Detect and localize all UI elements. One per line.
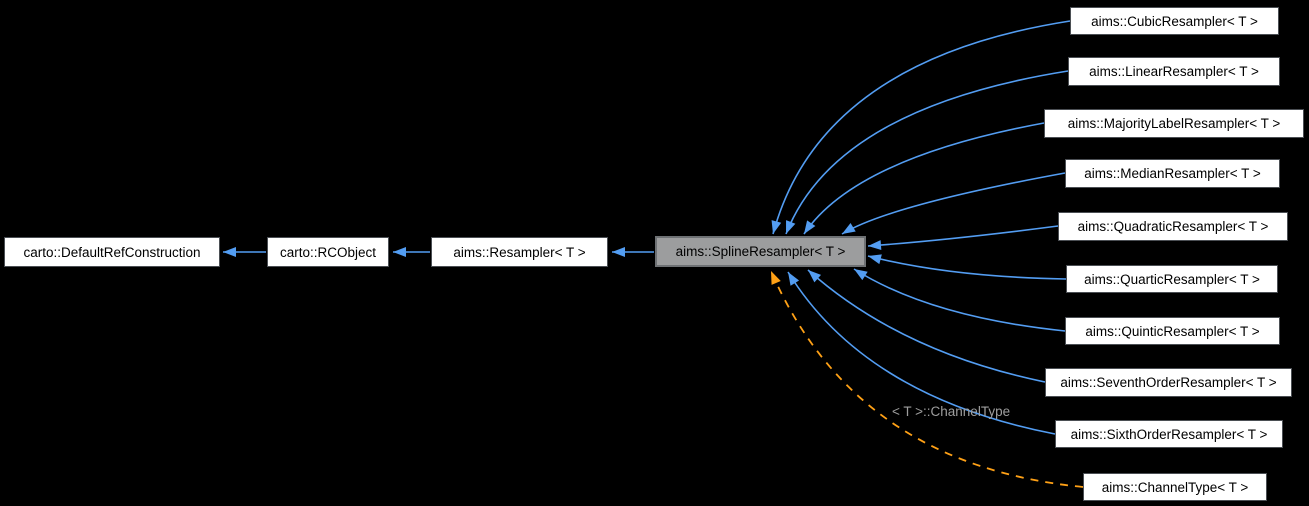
node-aims-channeltype[interactable]: aims::ChannelType< T >: [1083, 473, 1267, 501]
node-aims-quadraticresampler[interactable]: aims::QuadraticResampler< T >: [1058, 212, 1288, 241]
node-label: aims::CubicResampler< T >: [1091, 13, 1258, 29]
node-aims-quinticresampler[interactable]: aims::QuinticResampler< T >: [1065, 317, 1280, 345]
node-label: aims::SeventhOrderResampler< T >: [1060, 375, 1277, 390]
node-aims-quarticresampler[interactable]: aims::QuarticResampler< T >: [1066, 265, 1278, 293]
node-aims-linearresampler[interactable]: aims::LinearResampler< T >: [1068, 57, 1280, 86]
node-label: aims::MajorityLabelResampler< T >: [1067, 116, 1281, 131]
edge-cubicresampler-to-splineresampler: [771, 20, 1071, 235]
usage-edge-label: < T >::ChannelType: [892, 404, 1011, 419]
node-carto-defaultrefconstruction[interactable]: carto::DefaultRefConstruction: [4, 237, 220, 267]
edge-channeltype-to-splineresampler: [770, 270, 1084, 488]
node-label: aims::MedianResampler< T >: [1084, 166, 1261, 181]
edge-quinticresampler-to-splineresampler: [853, 268, 1066, 332]
edge-majoritylabelresampler-to-splineresampler: [803, 122, 1045, 235]
node-label: aims::ChannelType< T >: [1101, 479, 1249, 495]
edge-sixthorderresampler-to-splineresampler: [787, 271, 1056, 435]
node-label: carto::RCObject: [279, 244, 377, 260]
node-aims-medianresampler[interactable]: aims::MedianResampler< T >: [1065, 159, 1280, 188]
edge-seventhorderresampler-to-splineresampler: [807, 269, 1046, 383]
node-aims-seventhorderresampler[interactable]: aims::SeventhOrderResampler< T >: [1045, 368, 1292, 397]
node-aims-splineresampler: aims::SplineResampler< T >: [655, 236, 866, 267]
edge-linearresampler-to-splineresampler: [785, 70, 1069, 235]
node-label: aims::QuinticResampler< T >: [1085, 323, 1260, 339]
node-label: aims::QuarticResampler< T >: [1084, 271, 1260, 287]
edge-medianresampler-to-splineresampler: [841, 172, 1066, 235]
node-aims-cubicresampler[interactable]: aims::CubicResampler< T >: [1070, 7, 1279, 35]
node-label: aims::SplineResampler< T >: [675, 244, 846, 259]
node-label: aims::LinearResampler< T >: [1089, 64, 1259, 79]
edge-quadraticresampler-to-splineresampler: [867, 225, 1059, 251]
node-label: carto::DefaultRefConstruction: [23, 244, 201, 260]
edge-quarticresampler-to-splineresampler: [867, 254, 1067, 280]
node-label: aims::Resampler< T >: [453, 244, 586, 260]
node-aims-resampler[interactable]: aims::Resampler< T >: [431, 237, 608, 267]
node-aims-sixthorderresampler[interactable]: aims::SixthOrderResampler< T >: [1055, 420, 1283, 448]
node-label: aims::SixthOrderResampler< T >: [1070, 426, 1268, 442]
node-aims-majoritylabelresampler[interactable]: aims::MajorityLabelResampler< T >: [1044, 109, 1304, 138]
node-carto-rcobject[interactable]: carto::RCObject: [267, 237, 389, 267]
node-label: aims::QuadraticResampler< T >: [1077, 219, 1269, 234]
